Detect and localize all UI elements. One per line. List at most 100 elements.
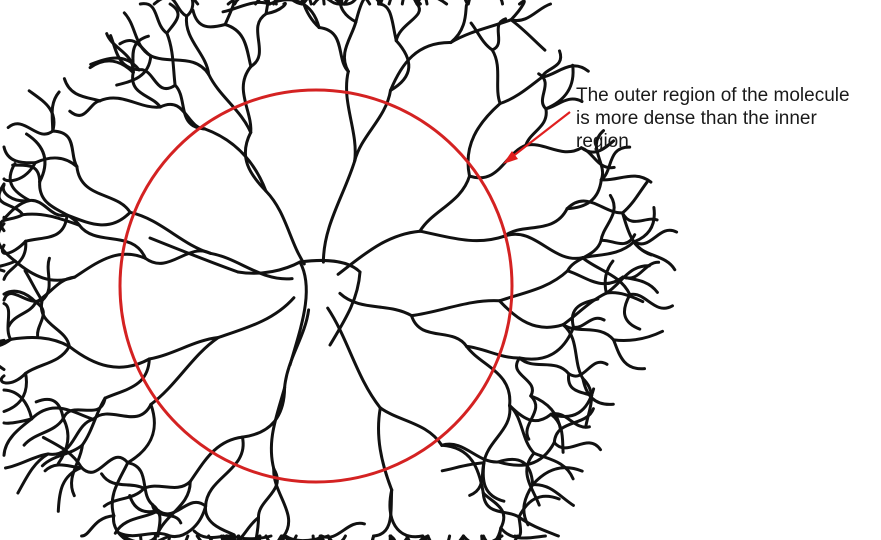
terminal-branch xyxy=(205,506,234,536)
terminal-branch xyxy=(154,0,186,16)
terminal-branch xyxy=(515,517,521,537)
terminal-branch xyxy=(484,406,510,463)
terminal-branch xyxy=(1,373,25,383)
terminal-branch xyxy=(519,517,559,536)
terminal-branch xyxy=(26,346,70,373)
core-branch xyxy=(328,308,381,408)
terminal-branch xyxy=(526,145,582,152)
core-branch xyxy=(242,388,284,437)
core-branch xyxy=(319,28,348,72)
core-branch xyxy=(412,316,467,347)
terminal-branch xyxy=(225,1,234,25)
terminal-branch xyxy=(225,25,251,67)
annotation-text: The outer region of the molecule is more… xyxy=(576,84,876,153)
annotation-line-3: region xyxy=(576,130,876,153)
terminal-branch xyxy=(4,304,11,340)
terminal-branch xyxy=(124,13,151,56)
terminal-branch xyxy=(64,79,100,101)
terminal-branch xyxy=(526,109,546,146)
core-branch xyxy=(75,254,146,277)
core-branch xyxy=(347,71,356,160)
terminal-branch xyxy=(569,362,607,376)
terminal-branch xyxy=(193,10,225,27)
core-branch xyxy=(468,104,500,177)
core-branch xyxy=(330,272,360,345)
terminal-branch xyxy=(574,318,605,327)
core-branch xyxy=(412,301,500,316)
core-branch xyxy=(285,310,309,388)
terminal-branch xyxy=(534,453,573,479)
core-branch xyxy=(77,167,130,213)
inner-region-circle xyxy=(120,90,512,482)
terminal-branch xyxy=(492,50,500,104)
pointer-arrow-shaft xyxy=(508,112,570,160)
terminal-branch xyxy=(112,463,128,516)
terminal-branch xyxy=(511,1,524,20)
terminal-branch xyxy=(140,4,167,34)
terminal-branch xyxy=(35,158,77,167)
core-branch xyxy=(128,404,155,462)
core-branch xyxy=(420,231,504,240)
terminal-branch xyxy=(468,0,503,4)
terminal-branch xyxy=(379,4,397,41)
terminal-branch xyxy=(29,91,54,131)
terminal-branch xyxy=(104,488,144,506)
annotation-line-1: The outer region of the molecule xyxy=(576,84,876,107)
terminal-branch xyxy=(527,396,536,439)
terminal-branch xyxy=(428,536,450,540)
terminal-branch xyxy=(554,443,600,450)
core-branch xyxy=(504,209,567,237)
core-branch xyxy=(420,176,470,231)
core-branch xyxy=(206,437,244,506)
terminal-branch xyxy=(167,4,178,33)
terminal-branch xyxy=(58,468,81,512)
core-branch xyxy=(380,408,442,445)
terminal-branch xyxy=(151,56,209,75)
terminal-branch xyxy=(10,164,29,201)
terminal-branch xyxy=(520,327,574,359)
core-branch xyxy=(149,338,218,360)
terminal-branch xyxy=(614,331,663,340)
core-branch xyxy=(150,238,238,272)
terminal-branch xyxy=(102,474,144,489)
terminal-branch xyxy=(510,406,534,454)
core-branch xyxy=(300,260,360,272)
terminal-branch xyxy=(8,124,53,134)
terminal-branch xyxy=(53,131,77,167)
terminal-branch xyxy=(144,482,190,489)
terminal-branch xyxy=(52,92,59,131)
terminal-branch xyxy=(396,4,419,41)
terminal-branch xyxy=(27,134,46,182)
terminal-branch xyxy=(187,0,198,16)
core-branch xyxy=(344,22,355,72)
terminal-branch xyxy=(630,294,673,308)
core-branch xyxy=(390,490,423,537)
terminal-branch xyxy=(115,511,158,534)
branch-strands xyxy=(0,0,677,540)
terminal-branch xyxy=(118,533,170,537)
core-branch xyxy=(79,225,145,258)
core-branch xyxy=(379,408,392,490)
terminal-branch xyxy=(500,77,542,103)
annotation-line-2: is more dense than the inner xyxy=(576,107,876,130)
core-branch xyxy=(218,298,294,338)
core-branch xyxy=(500,271,568,301)
terminal-branch xyxy=(11,338,70,347)
core-branch xyxy=(266,191,304,264)
terminal-branch xyxy=(499,443,555,466)
terminal-branch xyxy=(614,340,645,369)
terminal-branch xyxy=(601,195,614,240)
core-branch xyxy=(338,231,420,274)
terminal-branch xyxy=(82,516,114,536)
terminal-branch xyxy=(251,14,266,67)
terminal-branch xyxy=(9,302,36,326)
terminal-branch xyxy=(623,182,648,213)
terminal-branch xyxy=(82,457,128,472)
terminal-branch xyxy=(601,176,651,182)
terminal-branch xyxy=(623,213,658,222)
terminal-branch xyxy=(511,20,545,50)
terminal-branch xyxy=(533,468,583,485)
core-branch xyxy=(504,234,583,258)
terminal-branch xyxy=(379,0,393,4)
